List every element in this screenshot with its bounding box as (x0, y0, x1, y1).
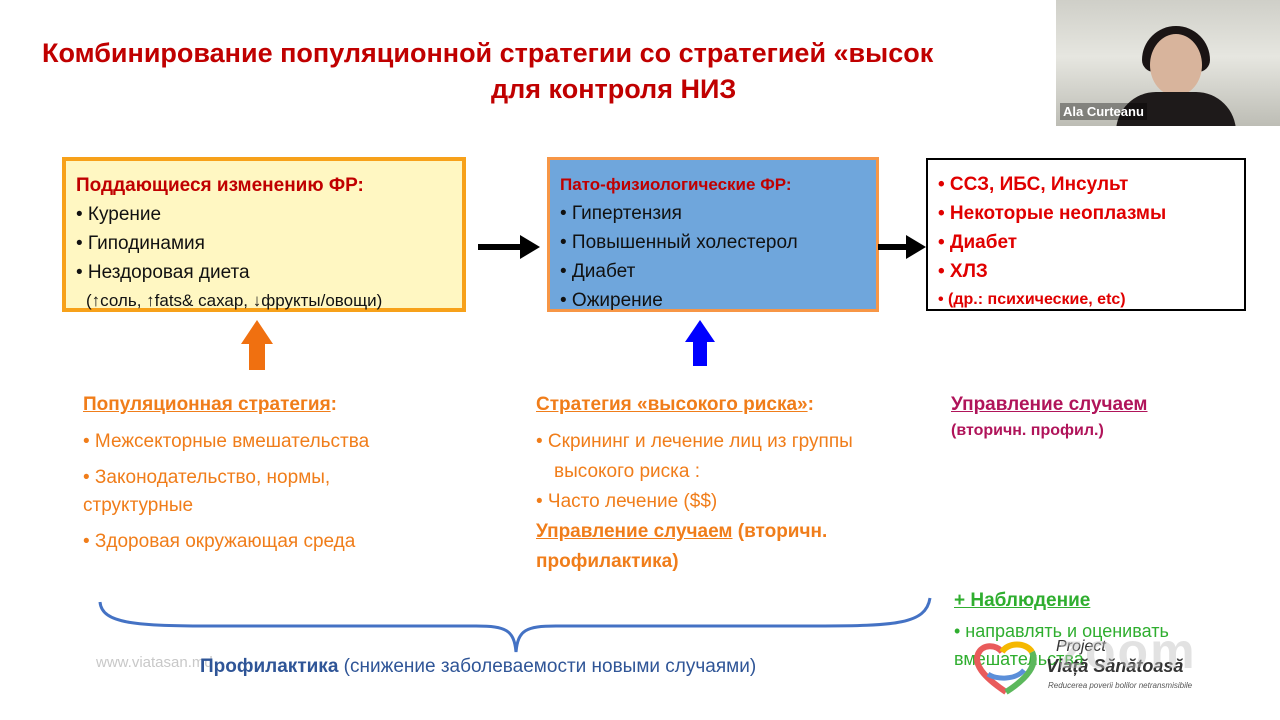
section-title: + Наблюдение (954, 590, 1091, 611)
case-management-line: Управление случаем (вторичн. (536, 517, 916, 547)
list-item: • Часто лечение ($$) (536, 491, 718, 512)
list-item: • Диабет (560, 261, 636, 282)
logo-name: Viață Sănătoasă (1046, 656, 1184, 676)
title-line-2: для контроля НИЗ (491, 74, 737, 104)
list-item: • ССЗ, ИБС, Инсульт (938, 174, 1129, 195)
prevention-footer: Профилактика (снижение заболеваемости но… (200, 656, 756, 678)
case-management-rest: (вторичн. (732, 521, 828, 542)
zoom-watermark: zoom (1058, 623, 1197, 679)
modifiable-risk-factors-box: Поддающиеся изменению ФР: • Курение • Ги… (62, 157, 466, 312)
logo-project: Project (1056, 638, 1106, 655)
list-item: • Гиподинамия (76, 233, 205, 254)
list-item: • Некоторые неоплазмы (938, 203, 1167, 224)
case-management-line-2: профилактика) (536, 551, 679, 572)
website-watermark: www.viatasan.md (96, 654, 213, 671)
colon: : (330, 394, 337, 415)
list-item: • Межсекторные вмешательства (83, 431, 370, 452)
list-item: • Здоровая окружающая среда (83, 531, 356, 552)
title-line-1: Комбинирование популяционной стратегии с… (42, 38, 934, 68)
arrow-right-icon (478, 235, 540, 259)
diet-note: (↑соль, ↑fats& сахар, ↓фрукты/овощи) (86, 291, 383, 310)
section-title: Управление случаем (951, 394, 1148, 415)
list-item: вмешательства (954, 649, 1084, 669)
case-subtitle: (вторичн. профил.) (951, 422, 1104, 439)
patho-risk-factors-box: Пато-физиологические ФР: • Гипертензия •… (547, 157, 879, 312)
high-risk-strategy: Стратегия «высокого риска»: • Скрининг и… (536, 392, 916, 577)
list-item: • Повышенный холестерол (560, 232, 798, 253)
list-item: • Скрининг и лечение лиц из группы (536, 431, 853, 452)
list-item: • Нездоровая диета (76, 262, 250, 283)
footer-rest: (снижение заболеваемости новыми случаями… (338, 656, 757, 677)
list-item: • ХЛЗ (938, 261, 988, 282)
list-item: высокого риска : (554, 461, 701, 482)
participant-name: Ala Curteanu (1060, 103, 1147, 120)
curly-brace-icon (98, 597, 932, 653)
logo-tagline: Reducerea poverii bolilor netransmisibil… (1048, 681, 1193, 690)
box-heading: Поддающиеся изменению ФР: (76, 175, 364, 196)
case-management: Управление случаем (вторичн. профил.) (951, 392, 1251, 444)
section-title: Стратегия «высокого риска» (536, 394, 808, 415)
list-item: • Гипертензия (560, 203, 682, 224)
heart-logo-icon (974, 641, 1037, 695)
diseases-box: • ССЗ, ИБС, Инсульт • Некоторые неоплазм… (926, 158, 1246, 311)
population-strategy: Популяционная стратегия: • Межсекторные … (83, 392, 503, 557)
arrow-right-icon (878, 235, 926, 259)
arrow-up-icon (685, 320, 715, 366)
participant-video[interactable]: Ala Curteanu (1056, 0, 1280, 126)
list-item: • Курение (76, 204, 162, 225)
footer-bold: Профилактика (200, 656, 339, 677)
arrow-up-icon (241, 320, 273, 370)
list-item: • Ожирение (560, 290, 663, 311)
list-item: структурные (83, 495, 194, 516)
project-logo: Project Viață Sănătoasă Reducerea poveri… (972, 636, 1222, 696)
observation: + Наблюдение • направлять и оценивать вм… (954, 588, 1254, 673)
list-item: • Диабет (938, 232, 1018, 253)
list-item: • (др.: психические, etc) (938, 291, 1126, 308)
section-title: Популяционная стратегия (83, 394, 331, 415)
case-management-link-text: Управление случаем (536, 521, 733, 542)
list-item: • направлять и оценивать (954, 621, 1169, 641)
list-item: • Законодательство, нормы, (83, 467, 331, 488)
box-heading: Пато-физиологические ФР: (560, 175, 792, 194)
participant-face (1150, 34, 1202, 96)
participant-body (1116, 92, 1236, 126)
colon: : (807, 394, 814, 415)
